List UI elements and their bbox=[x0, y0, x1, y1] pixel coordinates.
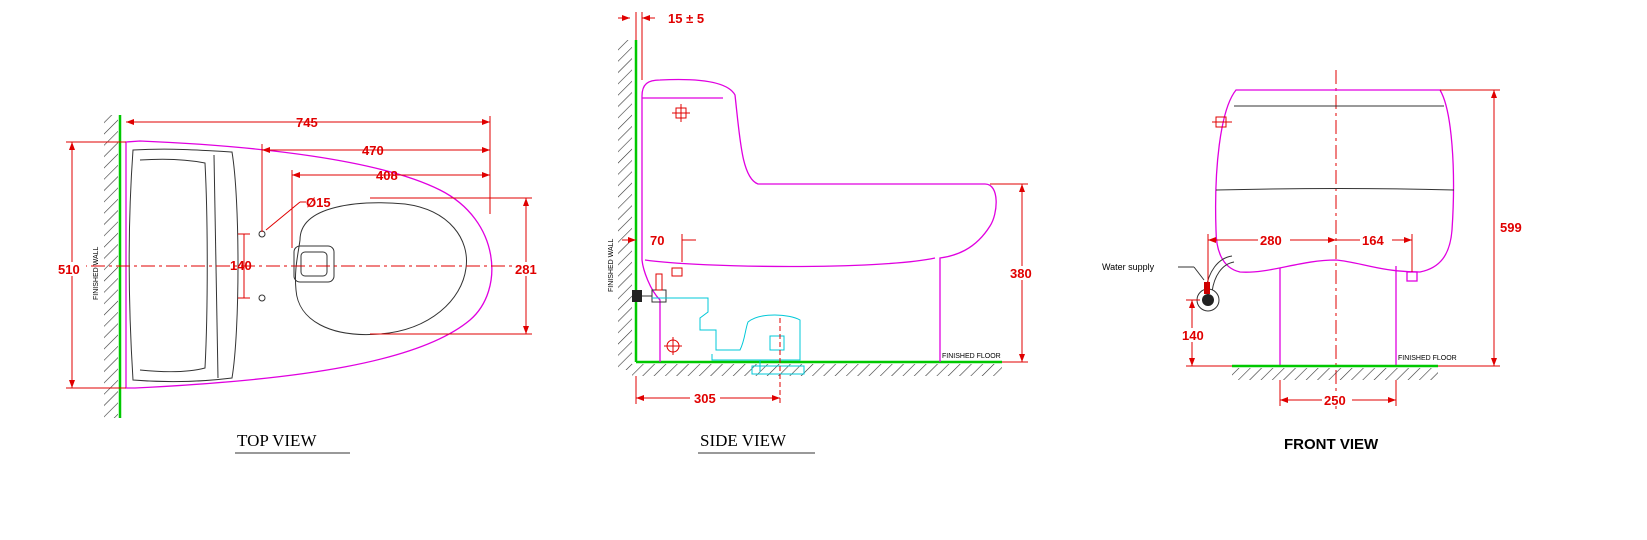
top-wall-label: FINISHED WALL bbox=[93, 246, 100, 300]
side-wall-label: FINISHED WALL bbox=[608, 238, 615, 292]
side-floor-hatch bbox=[632, 364, 1002, 376]
top-seat bbox=[295, 202, 467, 336]
top-dim-510: 510 bbox=[58, 262, 80, 277]
side-dim-305: 305 bbox=[694, 391, 716, 406]
side-drain bbox=[652, 297, 801, 361]
front-view: Water supply FINISHED FLOOR 280 164 599 … bbox=[1102, 70, 1522, 453]
top-tank-inner-2 bbox=[139, 158, 208, 373]
front-dim-280: 280 bbox=[1260, 233, 1282, 248]
top-dim-140: 140 bbox=[230, 258, 252, 273]
side-valve bbox=[632, 290, 642, 302]
side-view: FINISHED WALL FINISHED FLOOR 15 ± 5 bbox=[608, 11, 1038, 454]
front-dim-164: 164 bbox=[1362, 233, 1384, 248]
side-dim-70: 70 bbox=[650, 233, 664, 248]
side-cross-marker bbox=[672, 104, 690, 122]
top-dim-408: 408 bbox=[376, 168, 398, 183]
top-hinge bbox=[293, 245, 335, 283]
side-view-title: SIDE VIEW bbox=[700, 431, 787, 450]
top-hole-small bbox=[258, 294, 266, 302]
front-water-supply-label: Water supply bbox=[1102, 262, 1155, 272]
front-dim-140: 140 bbox=[1182, 328, 1204, 343]
top-dim-745: 745 bbox=[296, 115, 318, 130]
front-view-title: FRONT VIEW bbox=[1284, 436, 1379, 453]
side-wall-hatch bbox=[618, 40, 632, 370]
top-tank-inner bbox=[128, 148, 239, 383]
side-dim-380: 380 bbox=[1010, 266, 1032, 281]
top-toilet-outline bbox=[125, 140, 493, 389]
top-dim-470: 470 bbox=[362, 143, 384, 158]
front-toilet-outline bbox=[1215, 89, 1455, 273]
front-dim-599: 599 bbox=[1500, 220, 1522, 235]
front-dim-250: 250 bbox=[1324, 393, 1346, 408]
side-toilet-outline bbox=[641, 78, 997, 362]
top-view-title: TOP VIEW bbox=[237, 431, 317, 450]
front-floor-label: FINISHED FLOOR bbox=[1398, 355, 1457, 362]
side-floor-label: FINISHED FLOOR bbox=[942, 353, 1001, 360]
top-view: FINISHED WALL 745 470 408 Ø15 bbox=[56, 115, 542, 454]
top-dim-dia15: Ø15 bbox=[306, 195, 331, 210]
side-dim-15pm5: 15 ± 5 bbox=[668, 11, 704, 26]
top-dim-281: 281 bbox=[515, 262, 537, 277]
front-floor-hatch bbox=[1232, 368, 1438, 380]
